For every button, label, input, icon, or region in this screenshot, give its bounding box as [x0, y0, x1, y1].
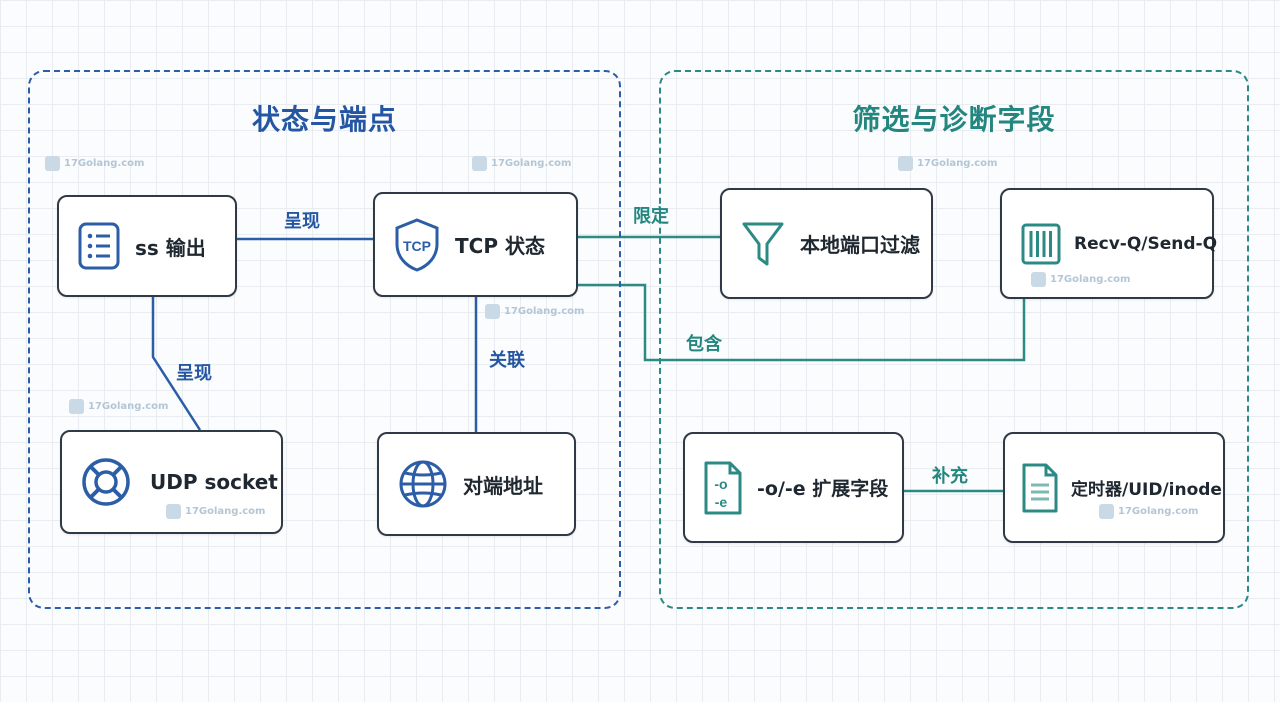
watermark: 17Golang.com — [166, 504, 265, 519]
watermark: 17Golang.com — [45, 156, 144, 171]
edge-label-tcp-to-queue: 包含 — [686, 334, 722, 355]
node-peer-address[interactable]: 对端地址 — [377, 432, 576, 536]
group-title-right: 筛选与诊断字段 — [852, 103, 1056, 136]
file-o-text: -o — [714, 476, 727, 492]
globe-icon — [397, 458, 449, 510]
node-local-port-filter[interactable]: 本地端口过滤 — [720, 188, 933, 299]
node-extend-fields[interactable]: -o -e -o/-e 扩展字段 — [683, 432, 904, 543]
edge-ss-to-udp — [151, 297, 202, 431]
tcp-shield-text: TCP — [403, 238, 431, 254]
watermark: 17Golang.com — [69, 399, 168, 414]
edge-label-ext-to-timer: 补充 — [932, 466, 968, 487]
node-label: ss 输出 — [135, 235, 206, 260]
edge-label-ss-to-tcp: 呈现 — [284, 211, 320, 232]
edge-label-tcp-to-peer: 关联 — [489, 350, 525, 371]
options-file-icon: -o -e — [703, 459, 743, 517]
node-tcp-state[interactable]: TCP TCP 状态 — [373, 192, 578, 297]
node-udp-socket[interactable]: UDP socket — [60, 430, 283, 534]
node-ss-output[interactable]: ss 输出 — [57, 195, 237, 297]
edge-label-tcp-to-filter: 限定 — [633, 206, 669, 227]
watermark-logo-icon — [485, 304, 500, 319]
queue-bars-icon — [1020, 222, 1062, 266]
filter-funnel-icon — [740, 218, 786, 270]
text-document-icon — [1021, 461, 1059, 515]
node-label: Recv-Q/Send-Q — [1074, 233, 1218, 254]
watermark: 17Golang.com — [472, 156, 571, 171]
node-label: TCP 状态 — [455, 234, 545, 258]
edge-tcp-to-queue — [577, 283, 1026, 362]
node-label: UDP socket — [150, 470, 278, 494]
group-states-endpoints: 状态与端点 — [28, 70, 621, 609]
edge-label-ss-to-udp: 呈现 — [176, 363, 212, 384]
file-e-text: -e — [715, 494, 728, 510]
node-label: 定时器/UID/inode — [1071, 480, 1222, 500]
list-document-icon — [77, 221, 121, 271]
watermark-logo-icon — [1031, 272, 1046, 287]
watermark-logo-icon — [166, 504, 181, 519]
node-label: 本地端口过滤 — [800, 233, 920, 257]
watermark: 17Golang.com — [1031, 272, 1130, 287]
watermark-logo-icon — [898, 156, 913, 171]
watermark: 17Golang.com — [1099, 504, 1198, 519]
group-filter-diagnostics: 筛选与诊断字段 — [659, 70, 1249, 609]
group-title-left: 状态与端点 — [251, 103, 397, 136]
watermark-logo-icon — [45, 156, 60, 171]
node-timer-uid-inode[interactable]: 定时器/UID/inode — [1003, 432, 1225, 543]
watermark-logo-icon — [1099, 504, 1114, 519]
tcp-shield-icon: TCP — [393, 217, 441, 273]
watermark: 17Golang.com — [485, 304, 584, 319]
watermark: 17Golang.com — [898, 156, 997, 171]
node-label: 对端地址 — [463, 473, 543, 498]
watermark-logo-icon — [69, 399, 84, 414]
watermark-logo-icon — [472, 156, 487, 171]
lifebuoy-icon — [80, 456, 132, 508]
node-label: -o/-e 扩展字段 — [757, 478, 889, 500]
